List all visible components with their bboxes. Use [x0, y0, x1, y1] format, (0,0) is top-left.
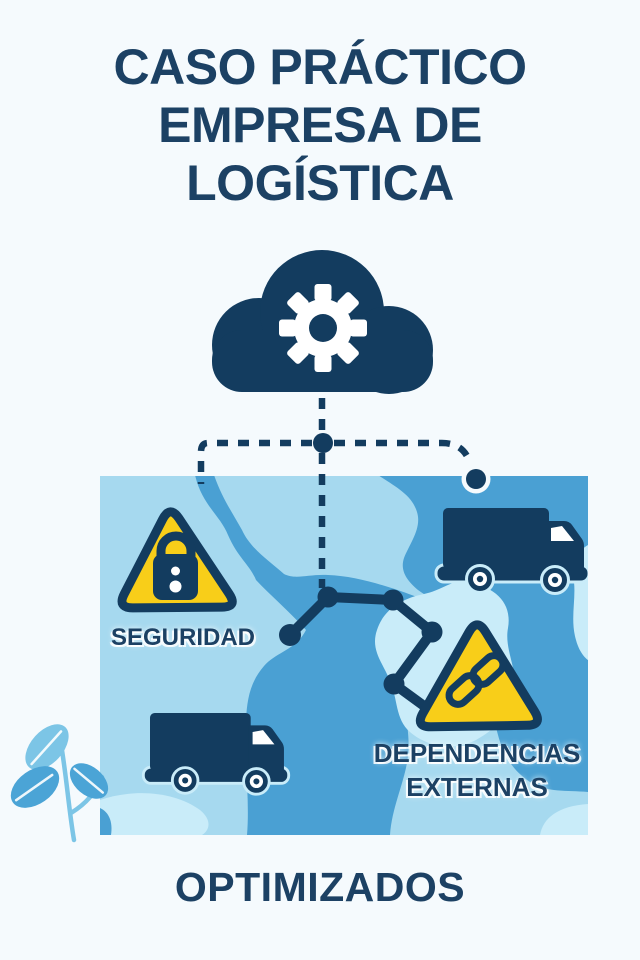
footer-label: OPTIMIZADOS	[174, 864, 466, 910]
title-line-2: EMPRESA DE	[158, 97, 482, 153]
connector-junction-dot	[313, 433, 333, 453]
map-light-shore-left	[100, 793, 209, 835]
waypoint-dot	[279, 624, 301, 646]
plant-sprig-icon	[10, 724, 109, 843]
map-corner-notch	[100, 808, 112, 835]
waypoint-dot	[382, 589, 404, 611]
cloud-gear-icon	[212, 250, 433, 394]
route-waypoints-path	[279, 586, 451, 727]
title-line-3: LOGÍSTICA	[186, 155, 454, 211]
title-line-1: CASO PRÁCTICO	[113, 39, 527, 95]
waypoint-dot	[317, 586, 339, 608]
waypoint-dot	[421, 621, 443, 643]
warning-triangle-lock-icon	[117, 507, 237, 613]
lock-icon	[153, 531, 198, 600]
external-dependencies-line-1: DEPENDENCIAS	[373, 738, 581, 768]
connector-right-branch	[334, 439, 474, 466]
destination-dot	[466, 469, 486, 489]
external-dependencies-line-2: EXTERNAS	[406, 772, 548, 802]
connector-dotted-lines	[197, 398, 491, 588]
warning-triangle-chain-icon	[415, 620, 542, 732]
connector-left-branch	[197, 439, 312, 484]
chain-link-icon	[445, 652, 507, 708]
external-dependencies-label: DEPENDENCIAS EXTERNAS	[358, 736, 596, 804]
map-light-shore-right	[540, 804, 588, 835]
waypoint-dot	[383, 673, 405, 695]
security-label: SEGURIDAD	[110, 624, 255, 651]
gear-icon	[279, 284, 367, 372]
page-title: CASO PRÁCTICO EMPRESA DE LOGÍSTICA	[0, 38, 640, 212]
